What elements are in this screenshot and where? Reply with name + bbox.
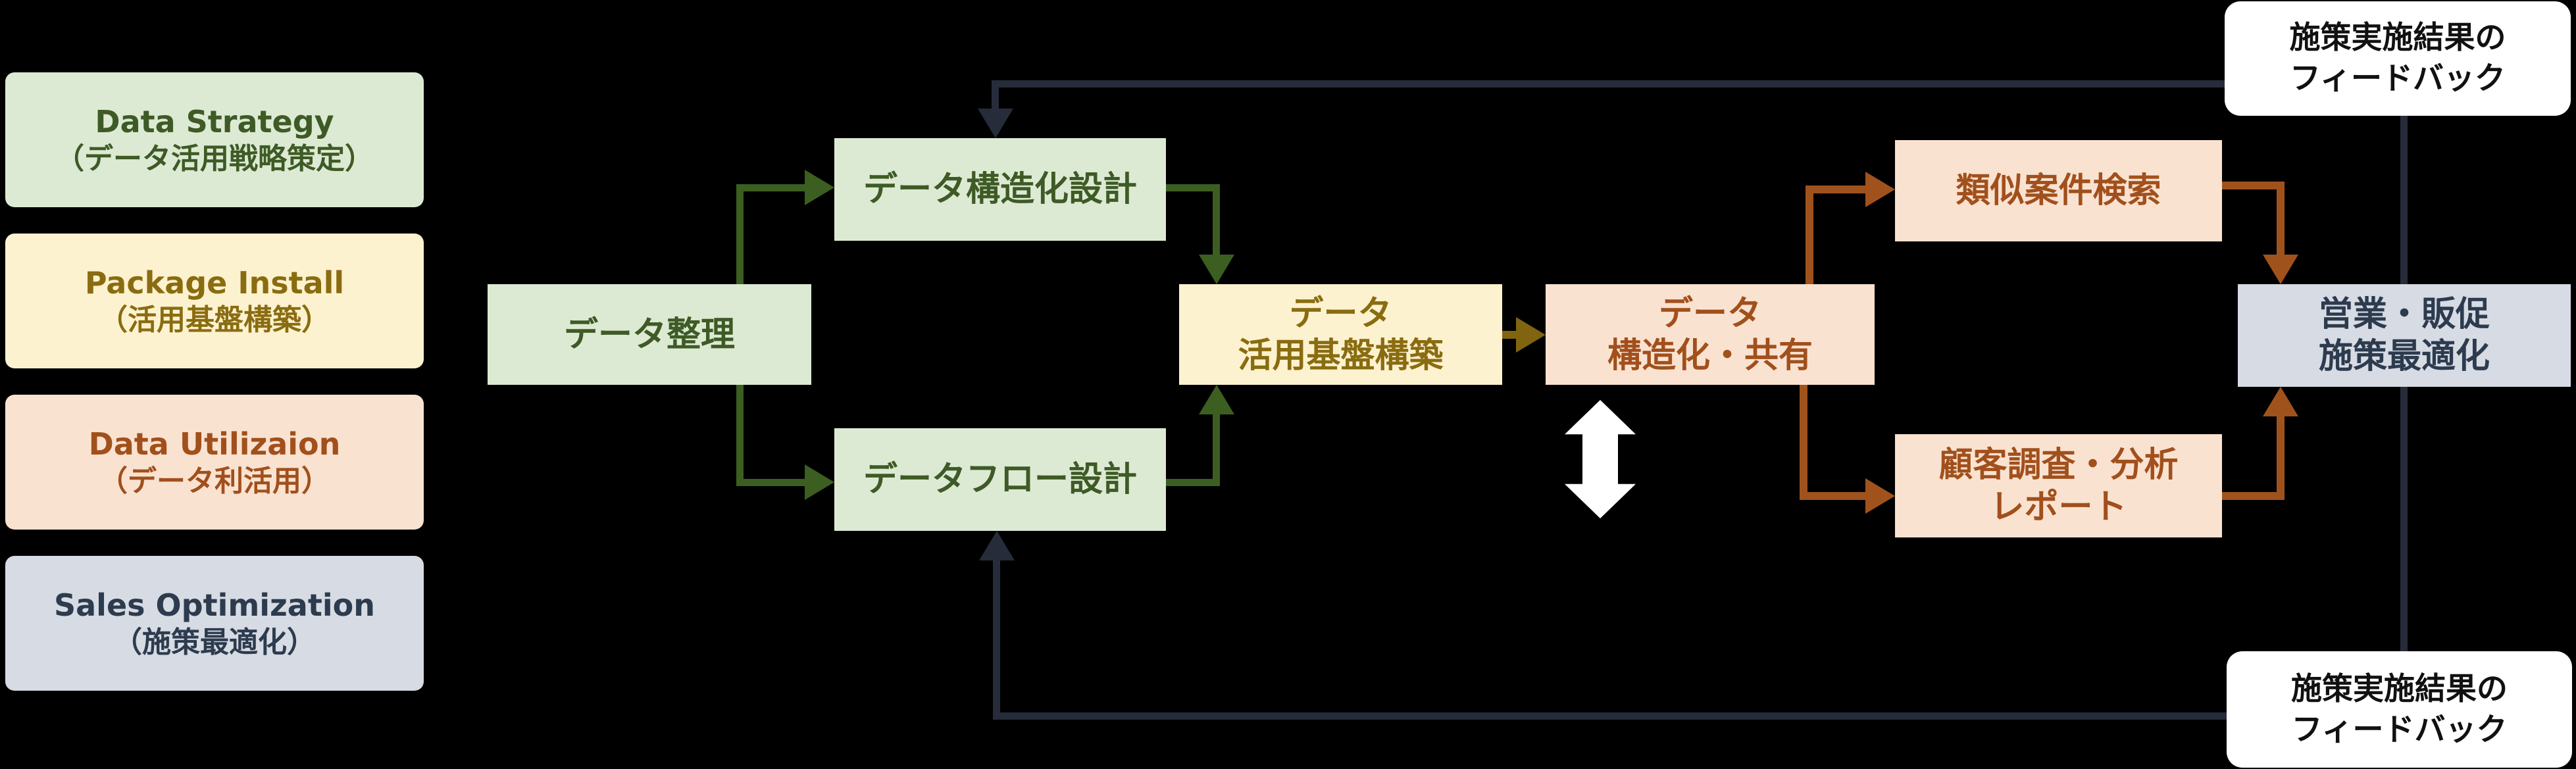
legend-item-package-install: Package Install （活用基盤構築） xyxy=(5,234,424,368)
node-kokyaku-label-line1: 顧客調査・分析 xyxy=(1938,445,2179,485)
feedback-top-horizontal-line xyxy=(995,80,2225,87)
feedback-box-top: 施策実施結果の フィードバック xyxy=(2225,1,2571,116)
feedback-top-label-line1: 施策実施結果の xyxy=(2289,20,2506,56)
legend-item-sales-optimization: Sales Optimization （施策最適化） xyxy=(5,556,424,691)
seiri-to-flow-arrowhead-icon xyxy=(805,464,834,500)
legend-item-data-utilization: Data Utilizaion （データ利活用） xyxy=(5,395,424,530)
kokyaku-to-eigyo-arrowhead-icon xyxy=(2263,387,2298,416)
node-kozoka-kyoyu-label-line2: 構造化・共有 xyxy=(1607,335,1813,376)
bidirectional-sync-arrow-icon xyxy=(1565,400,1636,518)
ruiji-to-eigyo-arrowhead-icon xyxy=(2263,255,2298,284)
legend-package-install-en: Package Install xyxy=(84,264,345,301)
kyoyu-to-ruiji-arrowhead-icon xyxy=(1865,172,1895,207)
node-flow-sekkei-label: データフロー設計 xyxy=(863,460,1137,499)
kyoyu-to-ruiji-horizontal-line xyxy=(1806,186,1865,193)
node-kozoka-sekkei: データ構造化設計 xyxy=(834,138,1166,241)
feedback-bottom-rise-line xyxy=(993,560,1000,720)
flow-to-kiban-arrowhead-icon xyxy=(1199,385,1234,414)
feedback-top-arrowhead-icon xyxy=(978,109,1013,138)
feedback-top-label-line2: フィードバック xyxy=(2289,61,2506,97)
kyoyu-to-kokyaku-horizontal-line xyxy=(1800,492,1865,500)
node-kokyaku-label-line2: レポート xyxy=(1990,487,2127,527)
node-kiban-label-line2: 活用基盤構築 xyxy=(1238,335,1444,376)
node-eigyo-label-line2: 施策最適化 xyxy=(2318,337,2490,376)
legend-data-utilization-en: Data Utilizaion xyxy=(88,426,341,462)
kyoyu-to-ruiji-vertical-line xyxy=(1806,186,1813,284)
flow-to-kiban-vertical-line xyxy=(1213,414,1220,486)
node-kozoka-sekkei-label: データ構造化設計 xyxy=(863,170,1137,209)
feedback-bottom-horizontal-line xyxy=(993,712,2227,720)
ruiji-to-eigyo-vertical-line xyxy=(2277,182,2285,255)
node-kiban-label-line1: データ xyxy=(1289,293,1392,334)
node-eigyo-label-line1: 営業・販促 xyxy=(2318,295,2490,334)
feedback-box-bottom: 施策実施結果の フィードバック xyxy=(2227,651,2572,768)
legend-sales-optimization-en: Sales Optimization xyxy=(54,587,375,623)
feedback-top-drop-line xyxy=(992,80,999,109)
legend-data-utilization-jp: （データ利活用） xyxy=(99,464,330,498)
seiri-to-flow-vertical-line xyxy=(736,385,744,486)
flow-to-kiban-horizontal-line xyxy=(1166,479,1220,486)
feedback-bottom-label-line2: フィードバック xyxy=(2291,711,2508,748)
seiri-to-kozoka-arrowhead-icon xyxy=(805,170,834,205)
kyoyu-to-kokyaku-vertical-line xyxy=(1800,385,1807,496)
legend-data-strategy-en: Data Strategy xyxy=(95,103,334,139)
seiri-to-flow-horizontal-line xyxy=(736,479,805,486)
kokyaku-to-eigyo-horizontal-line xyxy=(2222,492,2281,500)
legend-sales-optimization-jp: （施策最適化） xyxy=(113,625,316,659)
feedback-bottom-arrowhead-icon xyxy=(979,531,1015,560)
legend-data-strategy-jp: （データ活用戦略策定） xyxy=(55,141,374,176)
node-data-seiri-label: データ整理 xyxy=(563,314,735,355)
node-kokyaku: 顧客調査・分析 レポート xyxy=(1895,434,2222,537)
node-kozoka-kyoyu: データ 構造化・共有 xyxy=(1546,284,1875,385)
legend-item-data-strategy: Data Strategy （データ活用戦略策定） xyxy=(5,72,424,207)
kozoka-to-kiban-arrowhead-icon xyxy=(1199,255,1234,284)
ruiji-to-eigyo-horizontal-line xyxy=(2222,182,2281,189)
seiri-to-kozoka-vertical-line xyxy=(736,184,744,284)
node-data-seiri: データ整理 xyxy=(488,284,811,385)
node-ruiji: 類似案件検索 xyxy=(1895,140,2222,241)
node-kozoka-kyoyu-label-line1: データ xyxy=(1658,293,1761,334)
kozoka-to-kiban-horizontal-line xyxy=(1166,184,1220,191)
node-kiban: データ 活用基盤構築 xyxy=(1179,284,1502,385)
kyoyu-to-kokyaku-arrowhead-icon xyxy=(1865,478,1895,514)
node-ruiji-label: 類似案件検索 xyxy=(1956,171,2161,211)
seiri-to-kozoka-horizontal-line xyxy=(736,184,805,191)
kozoka-to-kiban-vertical-line xyxy=(1213,184,1220,255)
kiban-to-kyoyu-arrowhead-icon xyxy=(1516,317,1546,353)
feedback-bottom-label-line1: 施策実施結果の xyxy=(2291,670,2508,707)
node-flow-sekkei: データフロー設計 xyxy=(834,428,1166,531)
node-eigyo: 営業・販促 施策最適化 xyxy=(2238,284,2571,387)
kokyaku-to-eigyo-vertical-line xyxy=(2277,416,2285,500)
legend-package-install-jp: （活用基盤構築） xyxy=(99,303,330,337)
kiban-to-kyoyu-horizontal-line xyxy=(1502,331,1519,339)
